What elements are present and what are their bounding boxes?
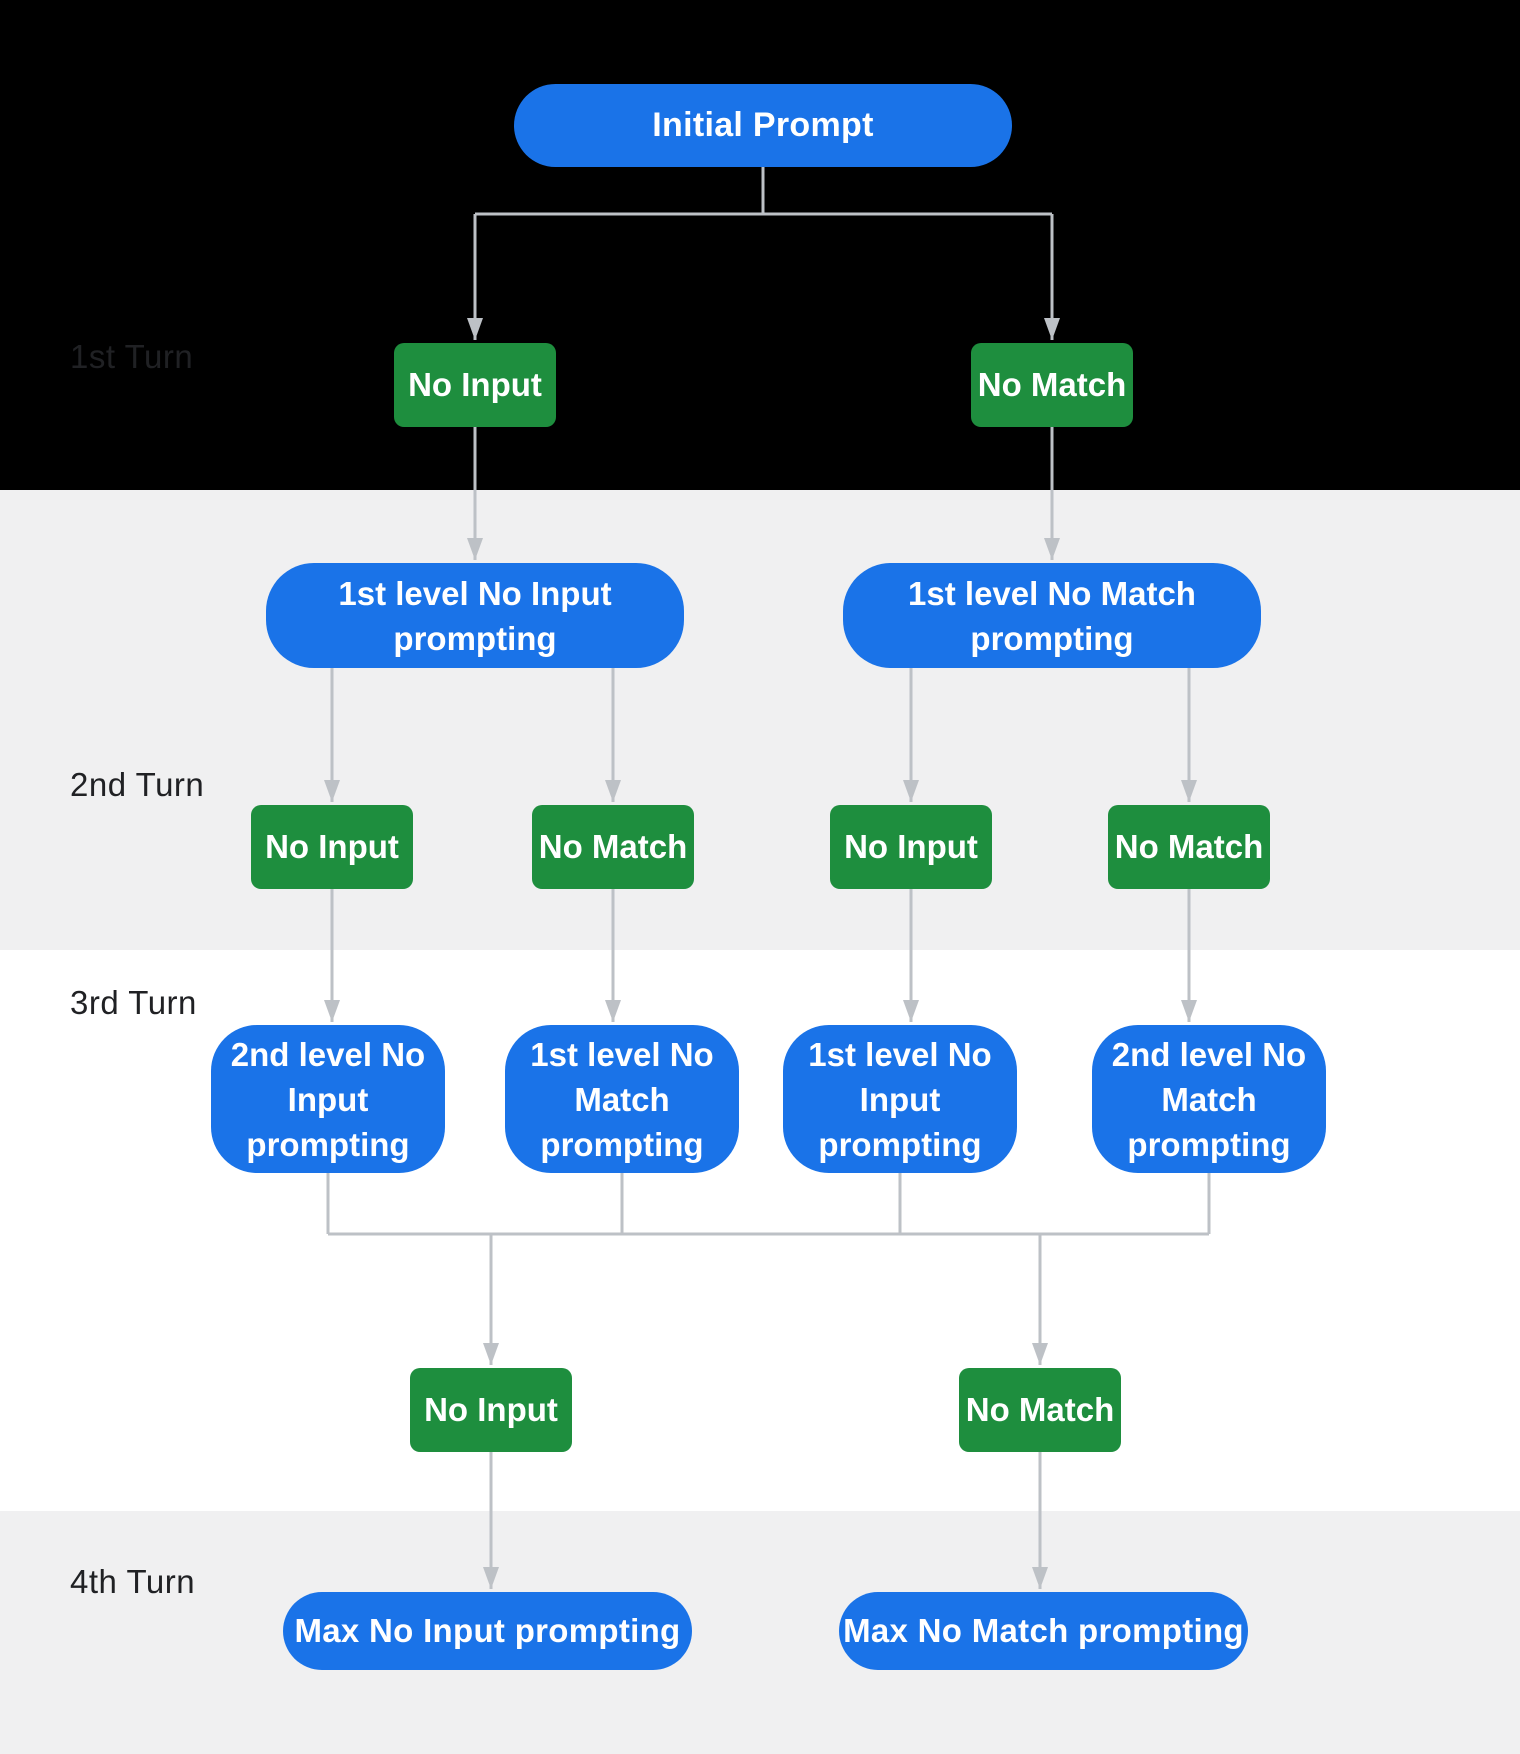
node-turn2-no-match-a: No Match bbox=[532, 805, 694, 889]
turn-label-1: 1st Turn bbox=[70, 338, 194, 375]
turn-label-2: 2nd Turn bbox=[70, 766, 205, 803]
node-turn2-no-match-b: No Match bbox=[1108, 805, 1270, 889]
node-2nd-level-no-match-prompting: 2nd level No Match prompting bbox=[1092, 1025, 1326, 1173]
node-1st-level-no-input-prompting-2: 1st level No Input prompting bbox=[783, 1025, 1017, 1173]
section-turn4-background bbox=[0, 1511, 1520, 1754]
node-turn1-no-input: No Input bbox=[394, 343, 556, 427]
node-1st-level-no-match-prompting: 1st level No Match prompting bbox=[843, 563, 1261, 668]
turn-label-3: 3rd Turn bbox=[70, 984, 197, 1021]
section-turn2-background bbox=[0, 490, 1520, 950]
node-turn2-no-input-b: No Input bbox=[830, 805, 992, 889]
node-turn3-no-match: No Match bbox=[959, 1368, 1121, 1452]
node-turn3-no-input: No Input bbox=[410, 1368, 572, 1452]
node-turn1-no-match: No Match bbox=[971, 343, 1133, 427]
node-2nd-level-no-input-prompting: 2nd level No Input prompting bbox=[211, 1025, 445, 1173]
node-1st-level-no-match-prompting-2: 1st level No Match prompting bbox=[505, 1025, 739, 1173]
section-turn1-background bbox=[0, 0, 1520, 490]
node-max-no-input-prompting: Max No Input prompting bbox=[283, 1592, 692, 1670]
node-max-no-match-prompting: Max No Match prompting bbox=[839, 1592, 1248, 1670]
node-1st-level-no-input-prompting: 1st level No Input prompting bbox=[266, 563, 684, 668]
node-initial-prompt: Initial Prompt bbox=[514, 84, 1012, 167]
turn-label-4: 4th Turn bbox=[70, 1563, 196, 1600]
node-turn2-no-input-a: No Input bbox=[251, 805, 413, 889]
